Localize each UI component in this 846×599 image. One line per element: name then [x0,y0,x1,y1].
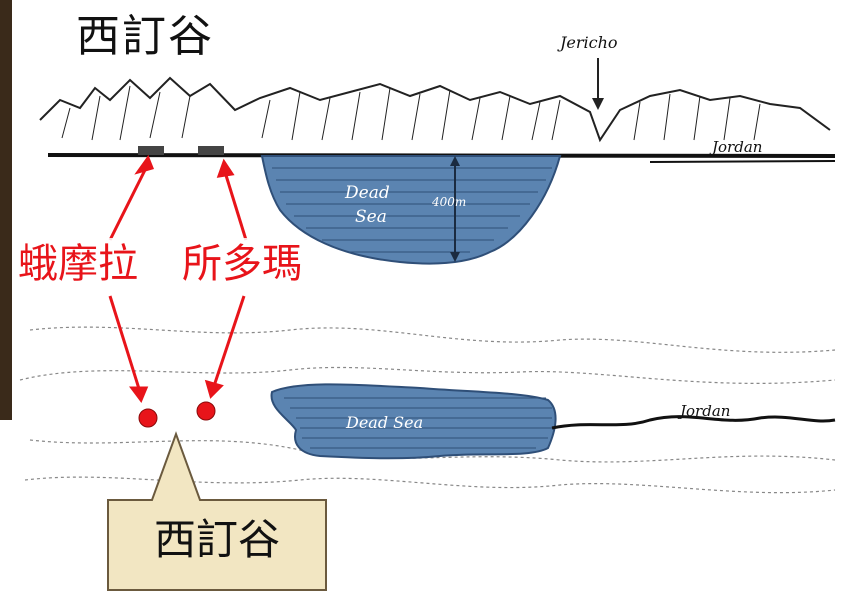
dead-sea-map-hatching [284,397,552,449]
sodom-label: 所多瑪 [182,238,302,290]
dead-sea-map [270,383,557,460]
gomorrah-marker [138,408,158,428]
dead-sea-profile-label-2: Sea [355,207,387,227]
depth-arrow-bottom [450,252,460,262]
callout-box [107,431,327,591]
red-arrows [108,154,248,403]
title-label: 西訂谷 [70,8,220,66]
map-contours [19,326,836,494]
left-wood-border [0,0,12,420]
depth-label: 400m [431,195,466,209]
jordan-profile-label: Jordan [709,138,762,156]
dead-sea-hatch-lines [272,167,552,253]
depth-arrow-top [450,156,460,166]
jericho-label: Jericho [557,33,618,52]
callout-label: 西訂谷 [153,515,280,564]
dead-sea-map-label: Dead Sea [345,413,423,432]
jordan-river-map [551,415,836,430]
mountain-hatching [61,85,761,141]
sodom-ruins [198,146,224,155]
jericho-arrowhead [592,98,604,110]
dead-sea-cross-section [260,155,562,265]
dead-sea-profile-label-1: Dead [344,183,390,203]
gomorrah-label: 蛾摩拉 [18,238,138,290]
mountain-ridge [39,76,831,143]
gomorrah-ruins [138,146,164,155]
jordan-profile-line [649,160,836,163]
sodom-marker [196,401,216,421]
jordan-map-label: Jordan [677,402,730,420]
